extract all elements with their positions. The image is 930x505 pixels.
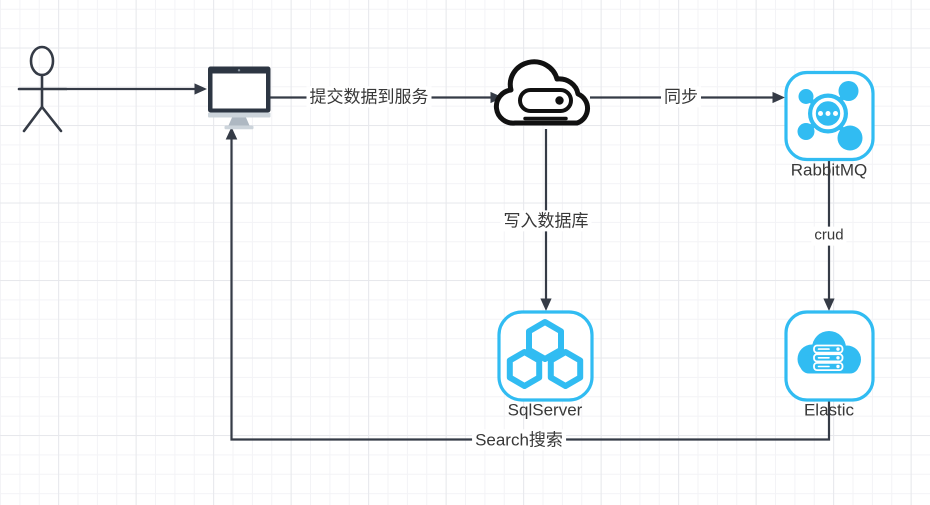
cloud-server-icon [493,59,591,126]
arrowhead-icon [540,298,552,311]
edge-label-crud: crud [811,226,847,246]
node-label-rabbitmq: RabbitMQ [790,159,868,179]
elastic-cloud-storage-icon [797,331,861,374]
edge-label-search: Search搜索 [472,429,566,451]
rabbitmq-node[interactable] [784,70,875,162]
arrowhead-icon [225,127,238,140]
service-node[interactable] [493,59,591,126]
stick-figure-icon [17,45,68,133]
node-label-elastic: Elastic [803,400,855,420]
arrowhead-icon [772,91,785,104]
client-node[interactable] [208,66,271,130]
actor-node[interactable] [17,45,68,133]
rabbitmq-hub-icon [797,81,863,151]
desktop-monitor-icon [208,66,271,130]
edge-label-sync: 同步 [661,86,701,108]
sqlserver-node[interactable] [497,310,594,402]
edge-user-to-client [66,83,207,95]
edge-label-submit-data: 提交数据到服务 [306,86,432,108]
elastic-node[interactable] [784,310,875,402]
arrowhead-icon [823,298,835,311]
edge-label-write-database: 写入数据库 [500,210,592,232]
arrowhead-icon [194,83,207,95]
sqlserver-hexagons-icon [506,319,584,389]
node-label-sqlserver: SqlServer [507,400,583,420]
